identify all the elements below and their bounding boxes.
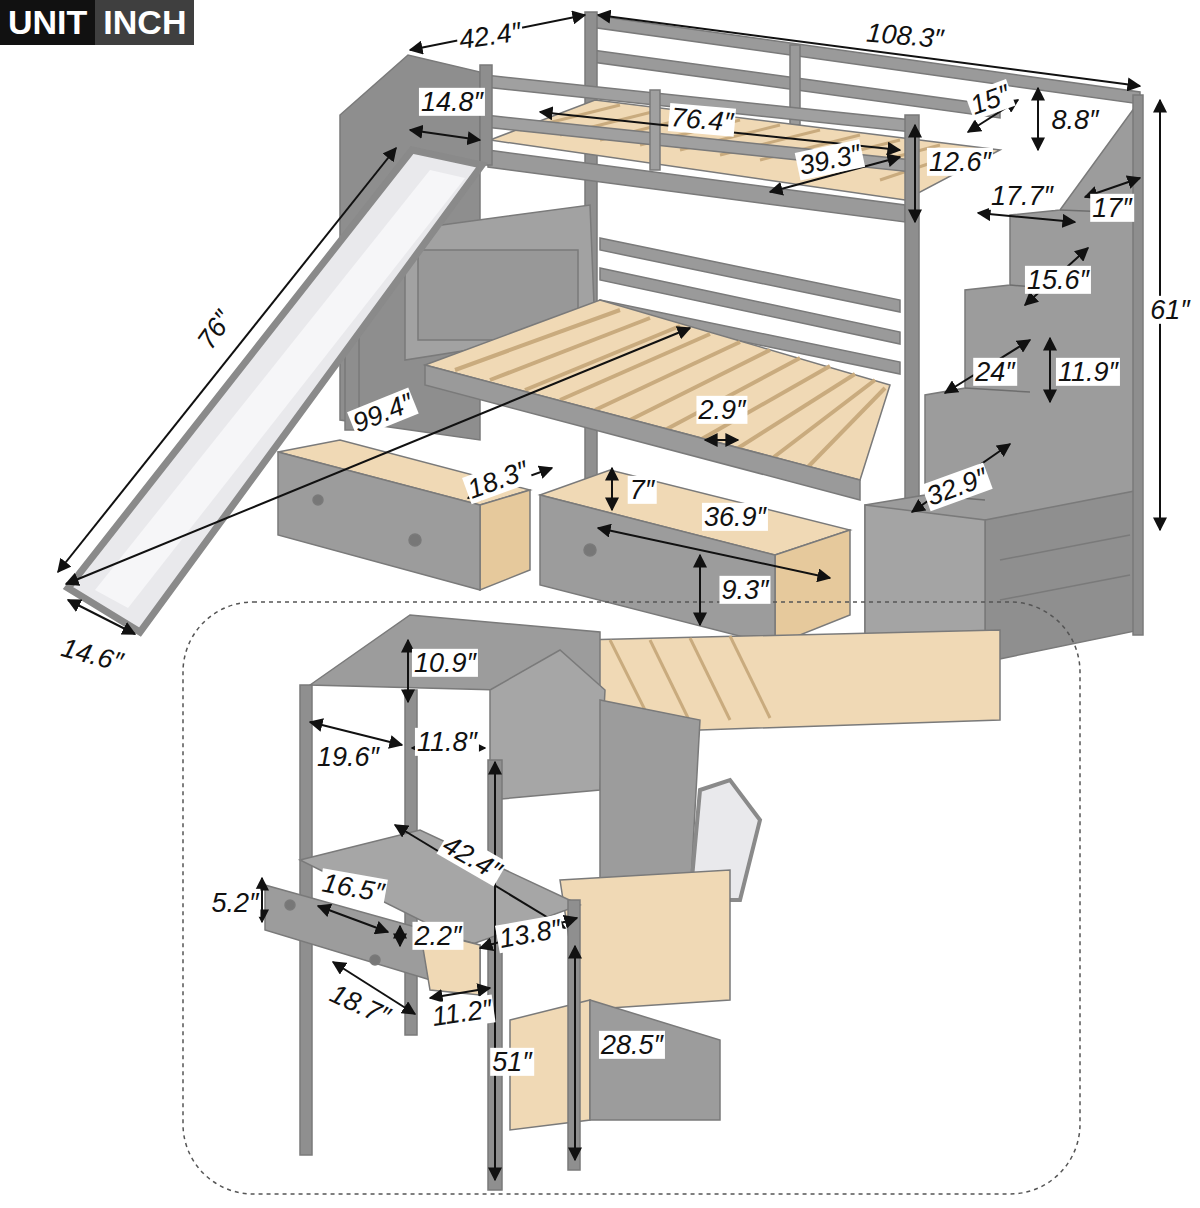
dimension-label: 8.8″ (1049, 106, 1100, 134)
dimension-label: 7″ (628, 476, 657, 504)
dimension-label: 32.9″ (921, 462, 993, 511)
dimension-label: 11.9″ (1056, 358, 1120, 386)
dimension-label: 39.3″ (795, 139, 866, 180)
dimension-label: 61″ (1148, 296, 1192, 324)
dimension-label: 10.9″ (412, 649, 478, 677)
dimension-label: 2.9″ (696, 396, 747, 424)
dimension-label: 15″ (965, 79, 1016, 121)
dimension-label: 108.3″ (863, 18, 946, 53)
dimension-label: 11.8″ (415, 728, 479, 756)
dimension-label: 28.5″ (599, 1031, 665, 1059)
dimension-label: 2.2″ (412, 922, 463, 950)
dimension-label: 18.7″ (324, 978, 396, 1032)
unit-badge: INCH (95, 0, 194, 45)
dimension-label: 9.3″ (719, 576, 770, 604)
dimension-label: 17″ (1090, 194, 1134, 222)
dimension-label: 12.6″ (927, 148, 993, 176)
dimension-label: 19.6″ (315, 743, 381, 771)
dimension-label: 14.6″ (56, 633, 127, 677)
dimension-label: 51″ (490, 1048, 534, 1076)
dimension-label: 15.6″ (1025, 266, 1091, 294)
dimension-label: 5.2″ (209, 889, 260, 917)
dimension-label: 36.9″ (702, 503, 768, 531)
dimension-label: 13.8″ (495, 914, 565, 953)
dimension-label: 14.8″ (419, 88, 485, 116)
dimension-label: 11.2″ (428, 995, 495, 1032)
dimension-label: 16.5″ (318, 868, 388, 907)
unit-badge: UNIT (0, 0, 95, 45)
unit-text: UNIT (8, 4, 87, 41)
dimension-label: 24″ (973, 358, 1017, 386)
dimension-label: 42.4″ (455, 17, 524, 54)
dimension-label: 76″ (191, 304, 239, 356)
dimension-label: 17.7″ (989, 182, 1055, 210)
dimension-label: 99.4″ (347, 387, 419, 438)
dimension-label: 42.4″ (436, 829, 507, 887)
dimension-label: 76.4″ (668, 103, 736, 137)
dimension-label: 18.3″ (462, 455, 534, 504)
unit-text: INCH (103, 4, 186, 41)
